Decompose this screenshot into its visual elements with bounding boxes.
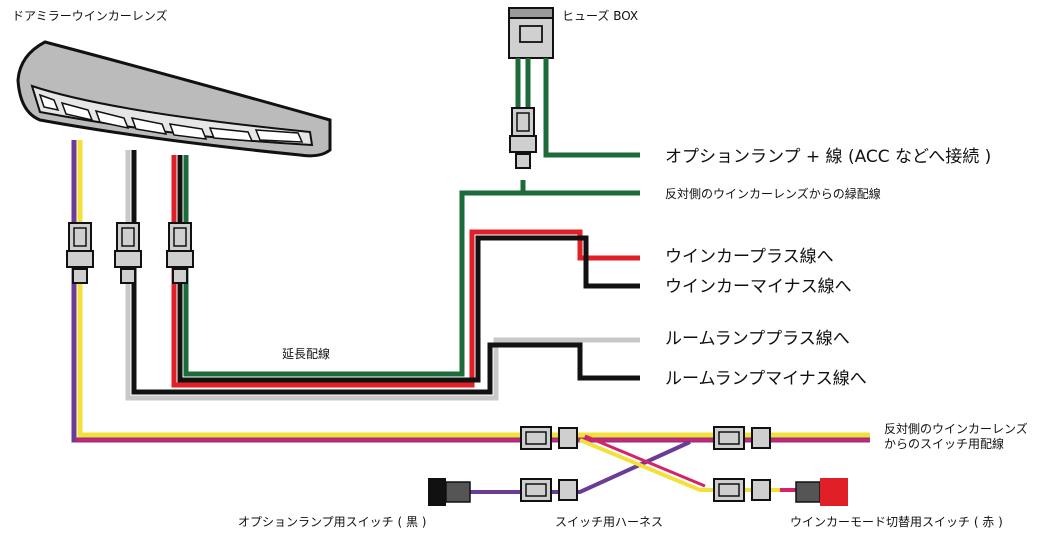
connector-fuse <box>509 107 537 169</box>
label-option-switch: オプションランプ用スイッチ ( 黒 ) <box>238 515 426 529</box>
label-winker-minus: ウインカーマイナス線へ <box>665 277 852 297</box>
connector-2 <box>114 222 142 284</box>
black-switch-icon <box>428 478 471 506</box>
label-switch-from-other-2: からのスイッチ用配線 <box>884 436 1004 451</box>
label-option-plus: オプションランプ + 線 (ACC などへ接続 ) <box>665 147 991 167</box>
label-mirror-lens: ドアミラーウインカーレンズ <box>12 8 168 23</box>
label-fuse-box: ヒューズ BOX <box>562 8 638 23</box>
wire-red-green-black <box>171 155 640 388</box>
harness-connector-2 <box>520 478 578 502</box>
label-extension: 延長配線 <box>282 346 330 361</box>
label-room-minus: ルームランプマイナス線へ <box>665 369 867 389</box>
wire-gray-black-center <box>125 150 640 401</box>
connector-3 <box>166 222 194 284</box>
red-switch-icon <box>795 478 848 506</box>
connector-1 <box>66 222 94 284</box>
fuse-box-icon <box>508 7 554 59</box>
mirror-lens-icon <box>16 40 332 158</box>
harness-connector-4 <box>713 478 771 502</box>
harness-connector-1 <box>520 426 578 450</box>
label-winker-plus: ウインカープラス線へ <box>665 247 834 267</box>
label-room-plus: ルームランププラス線へ <box>665 329 850 349</box>
harness-connector-3 <box>713 426 771 450</box>
label-harness: スイッチ用ハーネス <box>555 515 663 529</box>
label-switch-from-other-1: 反対側のウインカーレンズ <box>884 421 1028 436</box>
label-green-from-other: 反対側のウインカーレンズからの緑配線 <box>665 186 881 201</box>
wire-green-fuse <box>515 58 640 193</box>
label-mode-switch: ウインカーモード切替用スイッチ ( 赤 ) <box>790 515 1003 529</box>
